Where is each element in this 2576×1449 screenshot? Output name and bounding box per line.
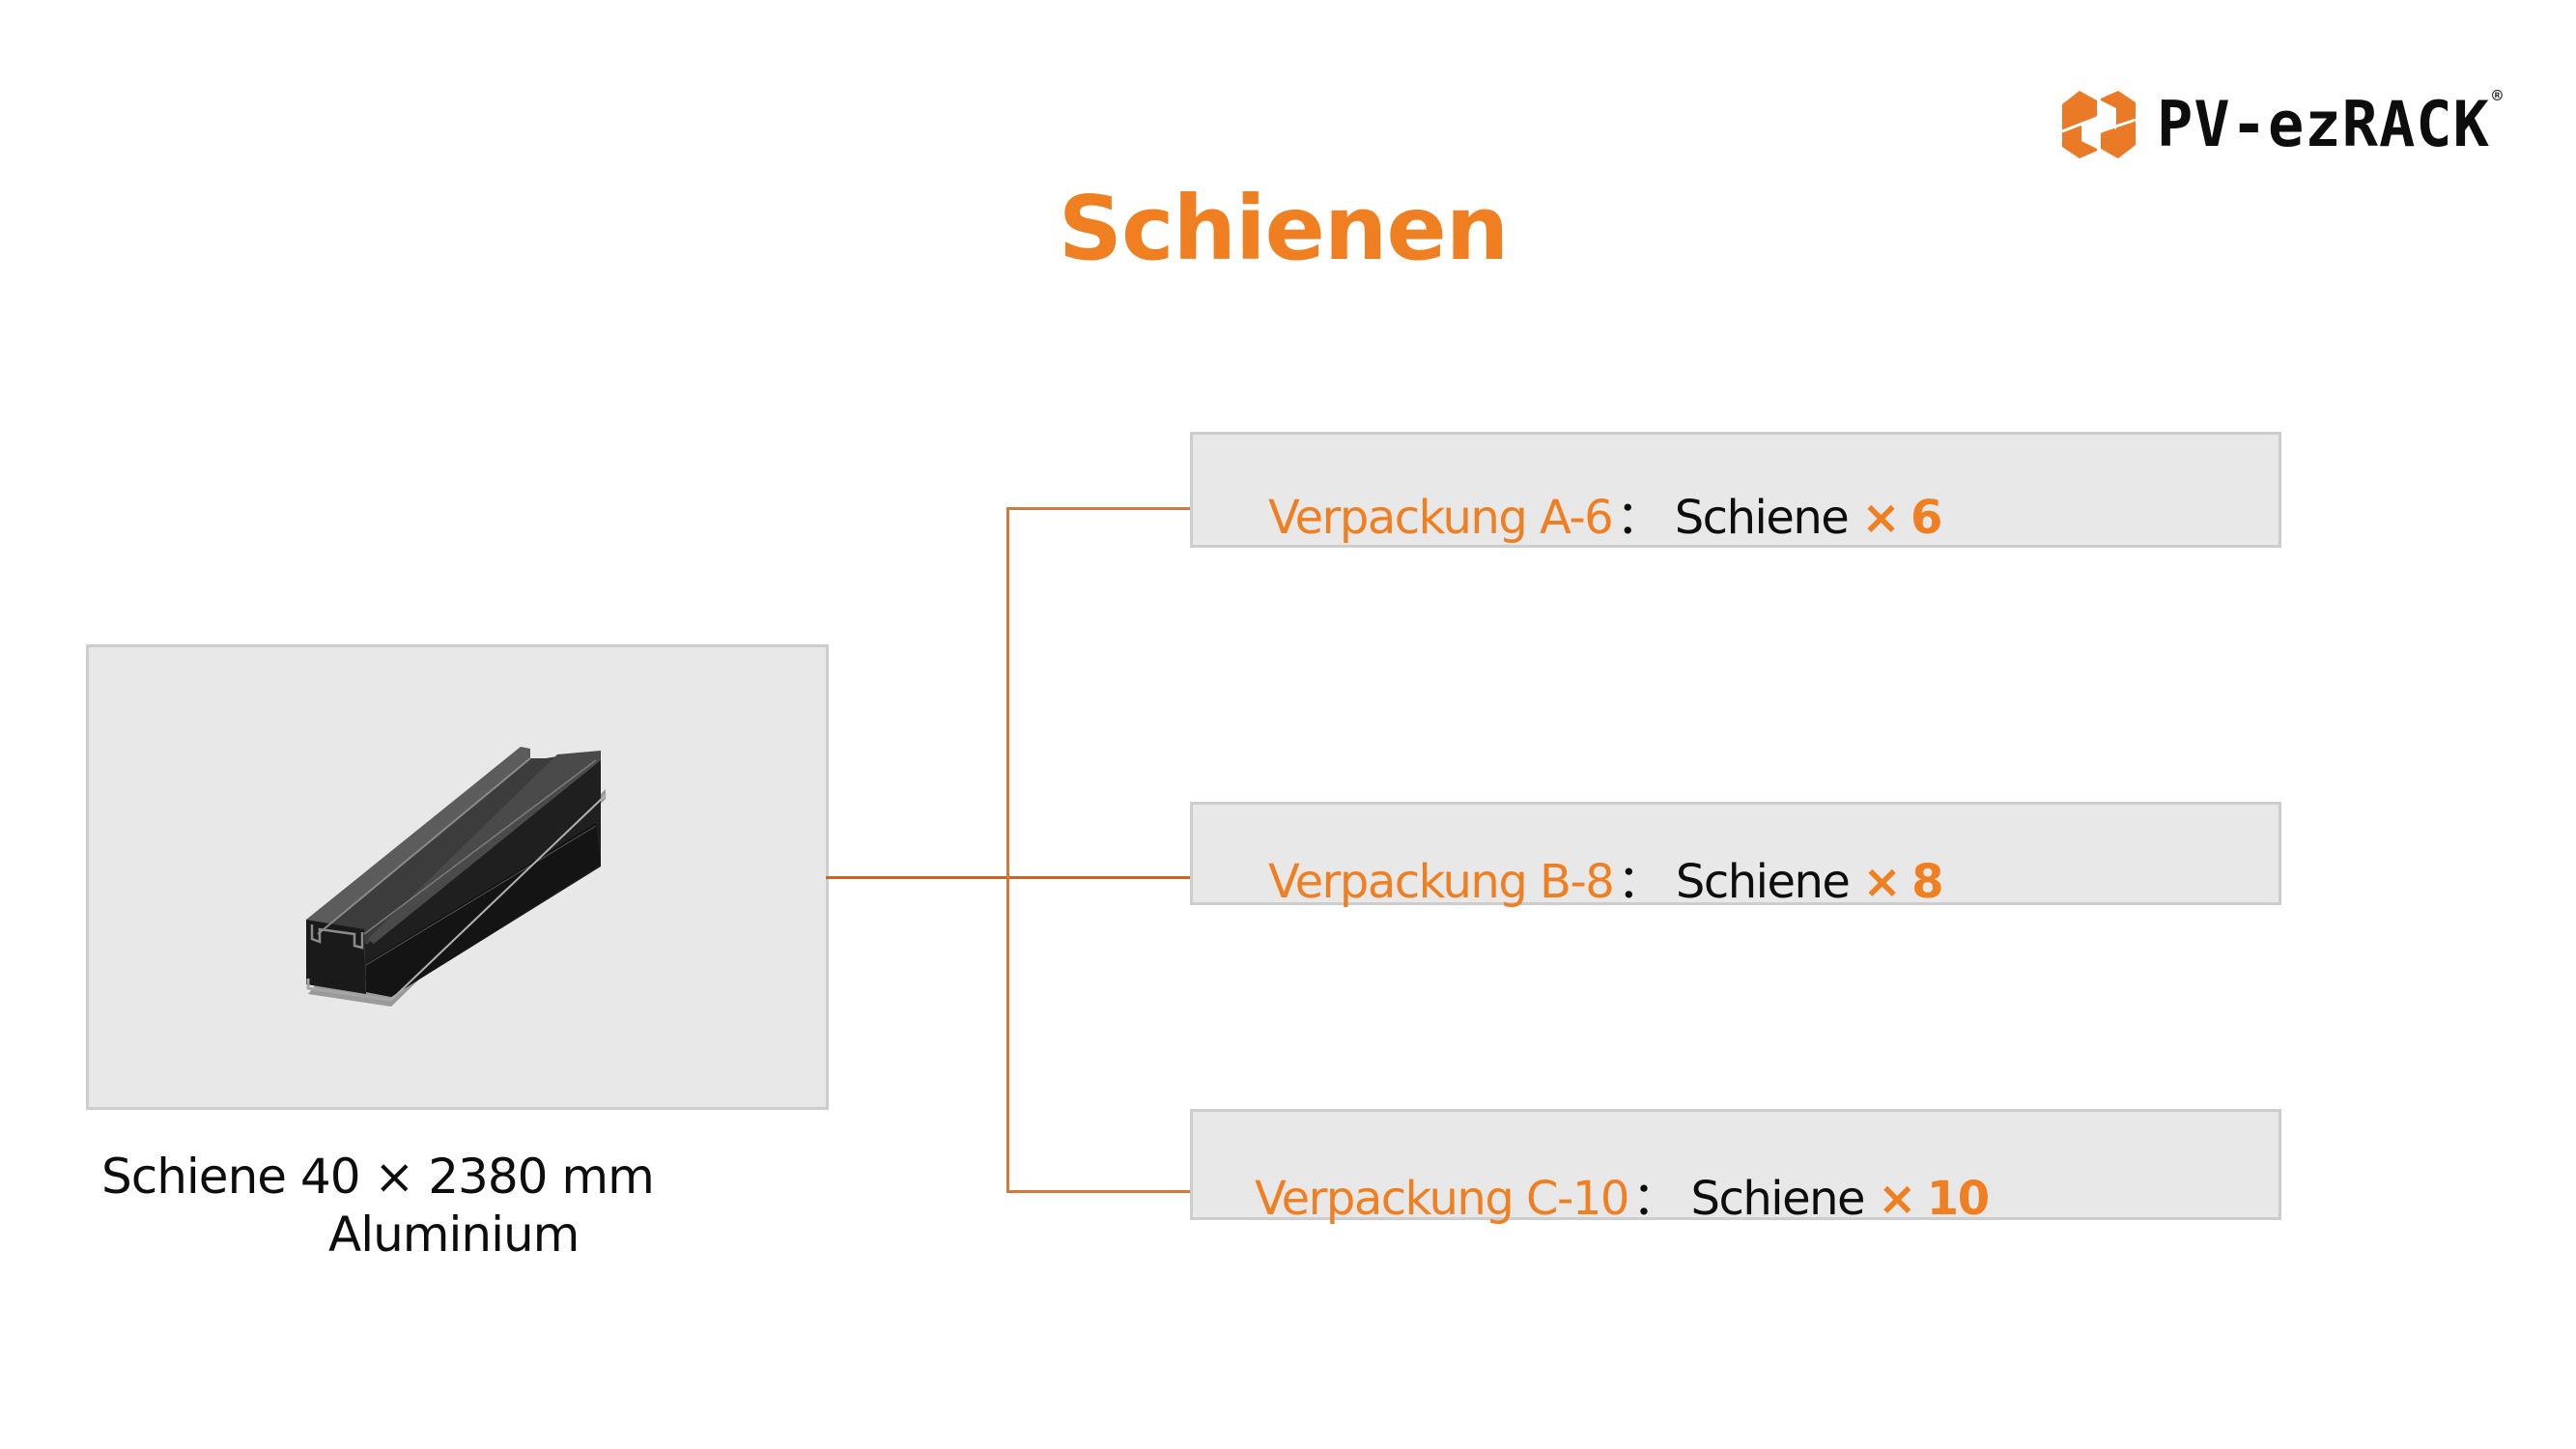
- package-colon: ：: [1631, 1172, 1679, 1226]
- connector-line-vertical: [1006, 507, 1009, 1193]
- page-title: Schienen: [1058, 177, 1510, 280]
- connector-line-bottom: [1006, 1190, 1190, 1193]
- connector-line-top: [1006, 507, 1190, 510]
- package-quantity: 6: [1911, 491, 1942, 545]
- times-icon: ×: [1861, 491, 1900, 545]
- package-name: Verpackung A-6: [1268, 491, 1614, 545]
- package-item: Schiene: [1690, 1172, 1865, 1226]
- package-quantity: 10: [1926, 1172, 1990, 1226]
- product-caption-material: Aluminium: [328, 1207, 580, 1263]
- pv-ezrack-hex-logo-icon: [2061, 91, 2137, 158]
- package-quantity: 8: [1911, 855, 1943, 909]
- product-image-box: [86, 644, 829, 1110]
- package-item: Schiene: [1674, 491, 1850, 545]
- times-icon: ×: [1862, 855, 1901, 909]
- package-colon: ：: [1617, 855, 1663, 909]
- package-label: Verpackung B-8：Schiene×8: [1268, 859, 1944, 905]
- package-item: Schiene: [1675, 855, 1851, 909]
- times-icon: ×: [1878, 1172, 1916, 1226]
- package-box-a: Verpackung A-6：Schiene×6: [1190, 432, 2281, 548]
- package-name: Verpackung B-8: [1268, 855, 1615, 909]
- brand-logo: PV-ezRACK®: [2060, 85, 2504, 164]
- logo-wordmark: PV-ezRACK®: [2157, 85, 2504, 161]
- package-name: Verpackung C-10: [1255, 1172, 1629, 1226]
- registered-mark: ®: [2491, 85, 2504, 107]
- package-box-b: Verpackung B-8：Schiene×8: [1190, 802, 2281, 905]
- package-label: Verpackung A-6：Schiene×6: [1268, 495, 1942, 541]
- package-box-c: Verpackung C-10：Schiene×10: [1190, 1109, 2281, 1222]
- package-label: Verpackung C-10：Schiene×10: [1255, 1176, 1990, 1222]
- aluminium-rail-profile-image: [306, 747, 607, 1007]
- package-colon: ：: [1616, 491, 1662, 545]
- product-caption-dimensions: Schiene 40 × 2380 mm: [101, 1149, 655, 1205]
